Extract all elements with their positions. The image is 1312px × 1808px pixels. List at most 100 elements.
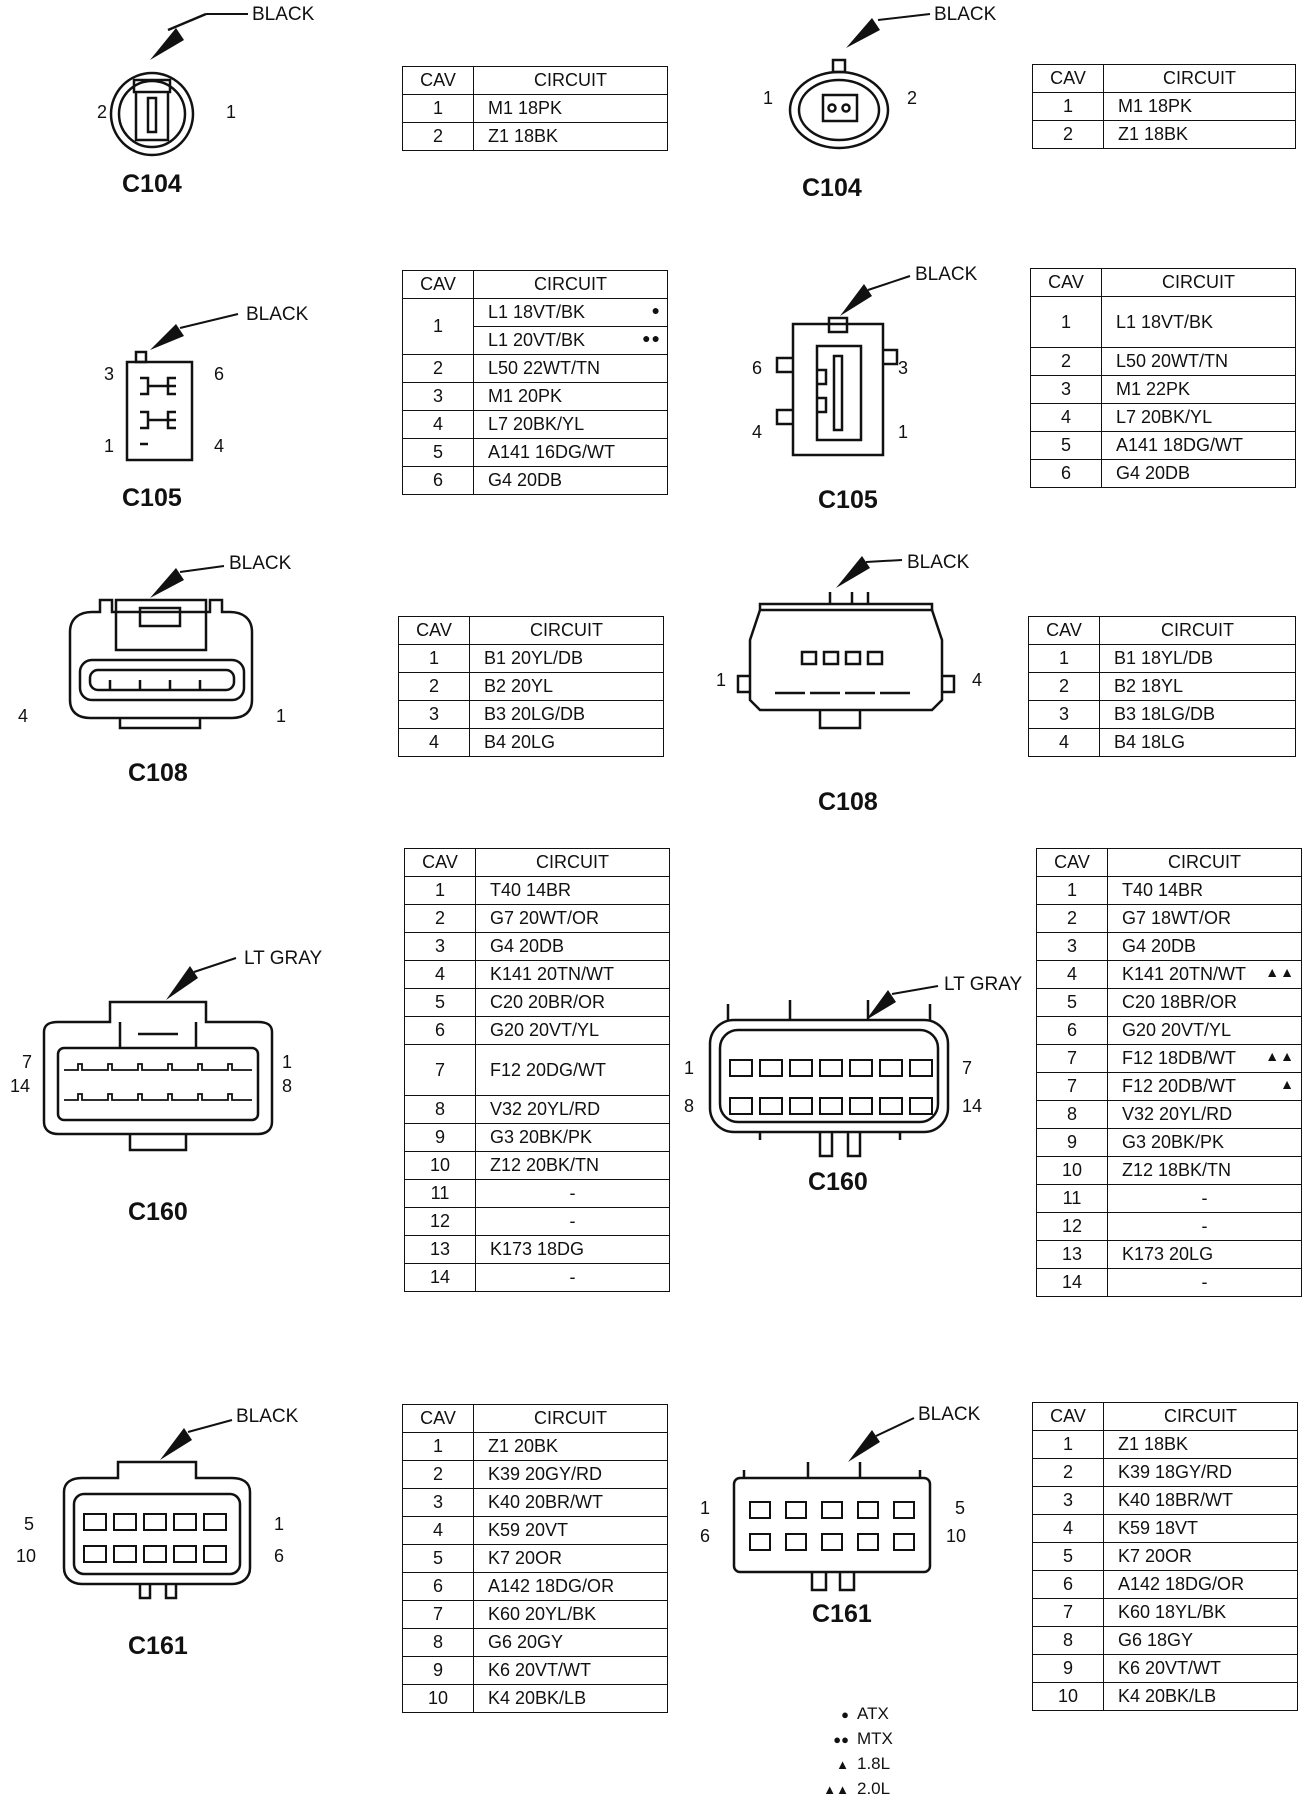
circuit-text: G3 20BK/PK <box>1122 1132 1225 1152</box>
circuit-text: K59 20VT <box>488 1520 569 1540</box>
cav-cell: 2 <box>404 904 476 933</box>
legend-label: 2.0L <box>857 1779 891 1798</box>
table-header-cav: CAV <box>1032 64 1104 93</box>
cav-cell: 3 <box>1030 375 1102 404</box>
cav-cell: 1 <box>402 94 474 123</box>
cav-cell: 6 <box>1032 1570 1104 1599</box>
circuit-cell: Z1 20BK <box>473 1432 668 1461</box>
circuit-cell: K39 18GY/RD <box>1103 1458 1298 1487</box>
circuit-cell: L50 20WT/TN <box>1101 347 1296 376</box>
circuit-text: - <box>569 1183 576 1203</box>
circuit-text: G4 20DB <box>1122 936 1197 956</box>
cav-cell: 4 <box>1032 1514 1104 1543</box>
table-row: 11- <box>1036 1184 1302 1213</box>
table-row: 12- <box>1036 1212 1302 1241</box>
table-header-circuit: CIRCUIT <box>473 66 668 95</box>
connector-color-label: BLACK <box>246 304 309 325</box>
cav-cell: 10 <box>404 1151 476 1180</box>
cav-cell: 5 <box>402 438 474 467</box>
cav-cell: 2 <box>402 1460 474 1489</box>
connector-color-label: BLACK <box>918 1404 981 1425</box>
cav-cell: 4 <box>1036 960 1108 989</box>
cav-cell: 1 <box>1032 92 1104 121</box>
circuit-cell: - <box>1107 1184 1302 1213</box>
circuit-cell: G6 20GY <box>473 1628 668 1657</box>
circuit-cell: T40 14BR <box>1107 876 1302 905</box>
connector-color-label: BLACK <box>229 553 292 574</box>
cav-cell: 9 <box>1036 1128 1108 1157</box>
circuit-cell: T40 14BR <box>475 876 670 905</box>
circuit-cell: - <box>1107 1212 1302 1241</box>
table-header-circuit: CIRCUIT <box>1107 848 1302 877</box>
circuit-text: B4 20LG <box>484 732 556 752</box>
circuit-text: C20 18BR/OR <box>1122 992 1238 1012</box>
cav-cell: 13 <box>404 1235 476 1264</box>
circuit-text: K173 18DG <box>490 1239 585 1259</box>
pin-label: 5 <box>955 1498 966 1518</box>
circuit-cell: K173 18DG <box>475 1235 670 1264</box>
circuit-text: M1 18PK <box>488 98 563 118</box>
pin-label: 10 <box>16 1546 37 1566</box>
circuit-cell: L7 20BK/YL <box>1101 403 1296 432</box>
legend-item: ●ATX <box>805 1704 893 1729</box>
circuit-text: F12 20DB/WT <box>1122 1076 1237 1096</box>
connector-name: C105 <box>818 486 878 514</box>
table-row: 11 - <box>404 1179 670 1208</box>
cav-cell: 7 <box>404 1044 476 1096</box>
circuit-cell: L50 22WT/TN <box>473 354 668 383</box>
circuit-text: M1 18PK <box>1118 96 1193 116</box>
circuit-text: A142 18DG/OR <box>1118 1574 1245 1594</box>
connector-color-label: BLACK <box>236 1406 299 1427</box>
circuit-text: K40 18BR/WT <box>1118 1490 1234 1510</box>
cav-cell: 5 <box>1030 431 1102 460</box>
circuit-text: K7 20OR <box>1118 1546 1193 1566</box>
circuit-text: - <box>569 1267 576 1287</box>
circuit-text: K6 20VT/WT <box>1118 1658 1222 1678</box>
cav-cell: 8 <box>1032 1626 1104 1655</box>
circuit-text: M1 20PK <box>488 386 563 406</box>
connector-name: C108 <box>818 788 878 816</box>
pin-label: 8 <box>684 1096 695 1116</box>
pin-label: 1 <box>274 1514 285 1534</box>
circuit-text: K4 20BK/LB <box>488 1688 587 1708</box>
table-row: 9 G3 20BK/PK <box>1036 1128 1302 1157</box>
circuit-text: Z1 18BK <box>1118 124 1189 144</box>
cav-cell: 4 <box>404 960 476 989</box>
circuit-text: Z12 20BK/TN <box>490 1155 600 1175</box>
table-header-cav: CAV <box>1030 268 1102 297</box>
circuit-cell: G4 20DB <box>1107 932 1302 961</box>
pin-label: 8 <box>282 1076 293 1096</box>
pin-label: 1 <box>282 1052 293 1072</box>
circuit-text: L1 18VT/BK <box>1116 311 1214 332</box>
cav-cell: 1 <box>1036 876 1108 905</box>
table-row: 14- <box>404 1263 670 1292</box>
table-row: 14- <box>1036 1268 1302 1297</box>
cav-cell: 6 <box>402 1572 474 1601</box>
circuit-cell: L7 20BK/YL <box>473 410 668 439</box>
cav-cell: 11 <box>404 1179 476 1208</box>
circuit-cell: - <box>475 1207 670 1236</box>
cav-cell: 2 <box>402 354 474 383</box>
option-marker: ▲▲ <box>1265 1048 1295 1064</box>
circuit-cell: F12 20DG/WT <box>475 1044 670 1096</box>
cav-cell: 6 <box>1030 459 1102 488</box>
